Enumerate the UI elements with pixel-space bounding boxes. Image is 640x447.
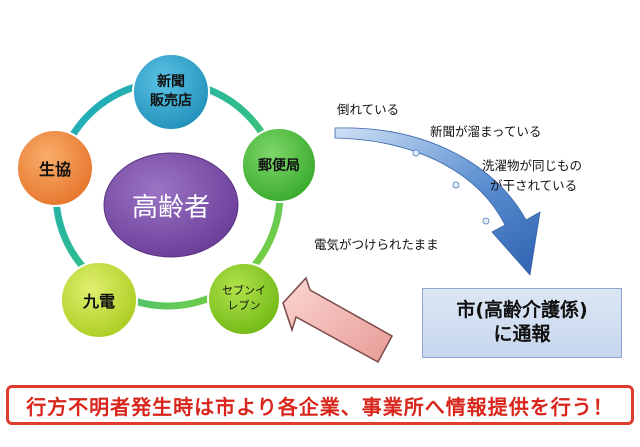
newspaper-label-line2: 販売店 — [150, 93, 192, 109]
coop-node-label: 生協 — [38, 160, 71, 179]
info-banner: 行方不明者発生時は市より各企業、事業所へ情報提供を行う！ — [6, 385, 634, 425]
banner-text: 行方不明者発生時は市より各企業、事業所へ情報提供を行う！ — [26, 394, 614, 419]
bullet-dot — [452, 181, 460, 189]
newspaper-label-line1: 新聞 — [157, 74, 185, 91]
kyuden-node-circle — [60, 261, 138, 339]
sign-newspapers-piling: 新聞が溜まっている — [430, 124, 542, 139]
seven-eleven-node-label: セブンイ レブン — [208, 278, 280, 320]
pink-arrow — [282, 276, 394, 364]
sign-laundry-line2: が干されている — [490, 178, 578, 193]
post-office-node-circle — [241, 127, 317, 203]
bullet-dot — [412, 149, 420, 157]
blue-curved-arrow — [334, 127, 541, 276]
seven-eleven-label-line2: レブン — [227, 299, 261, 312]
sign-lights-on: 電気がつけられたまま — [314, 237, 439, 252]
coop-node-circle — [16, 129, 94, 207]
seven-eleven-label-line1: セブンイ — [222, 284, 266, 298]
center-node-circle — [103, 152, 239, 258]
report-line1: 市(高齢介護係) — [456, 299, 588, 322]
report-line2: に通報 — [493, 323, 551, 345]
sign-fallen: 倒れている — [337, 102, 400, 117]
newspaper-node-circle — [132, 53, 210, 131]
report-box: 市(高齢介護係) に通報 — [422, 288, 622, 358]
newspaper-node-label: 新聞 販売店 — [133, 58, 209, 126]
seven-eleven-node-circle — [207, 262, 281, 336]
kyuden-node-label: 九電 — [82, 292, 115, 311]
post-office-node-label: 郵便局 — [258, 158, 300, 174]
center-node-label: 高齢者 — [131, 192, 210, 223]
bullet-dot — [482, 217, 490, 225]
sign-laundry-line1: 洗濯物が同じもの — [482, 158, 583, 173]
